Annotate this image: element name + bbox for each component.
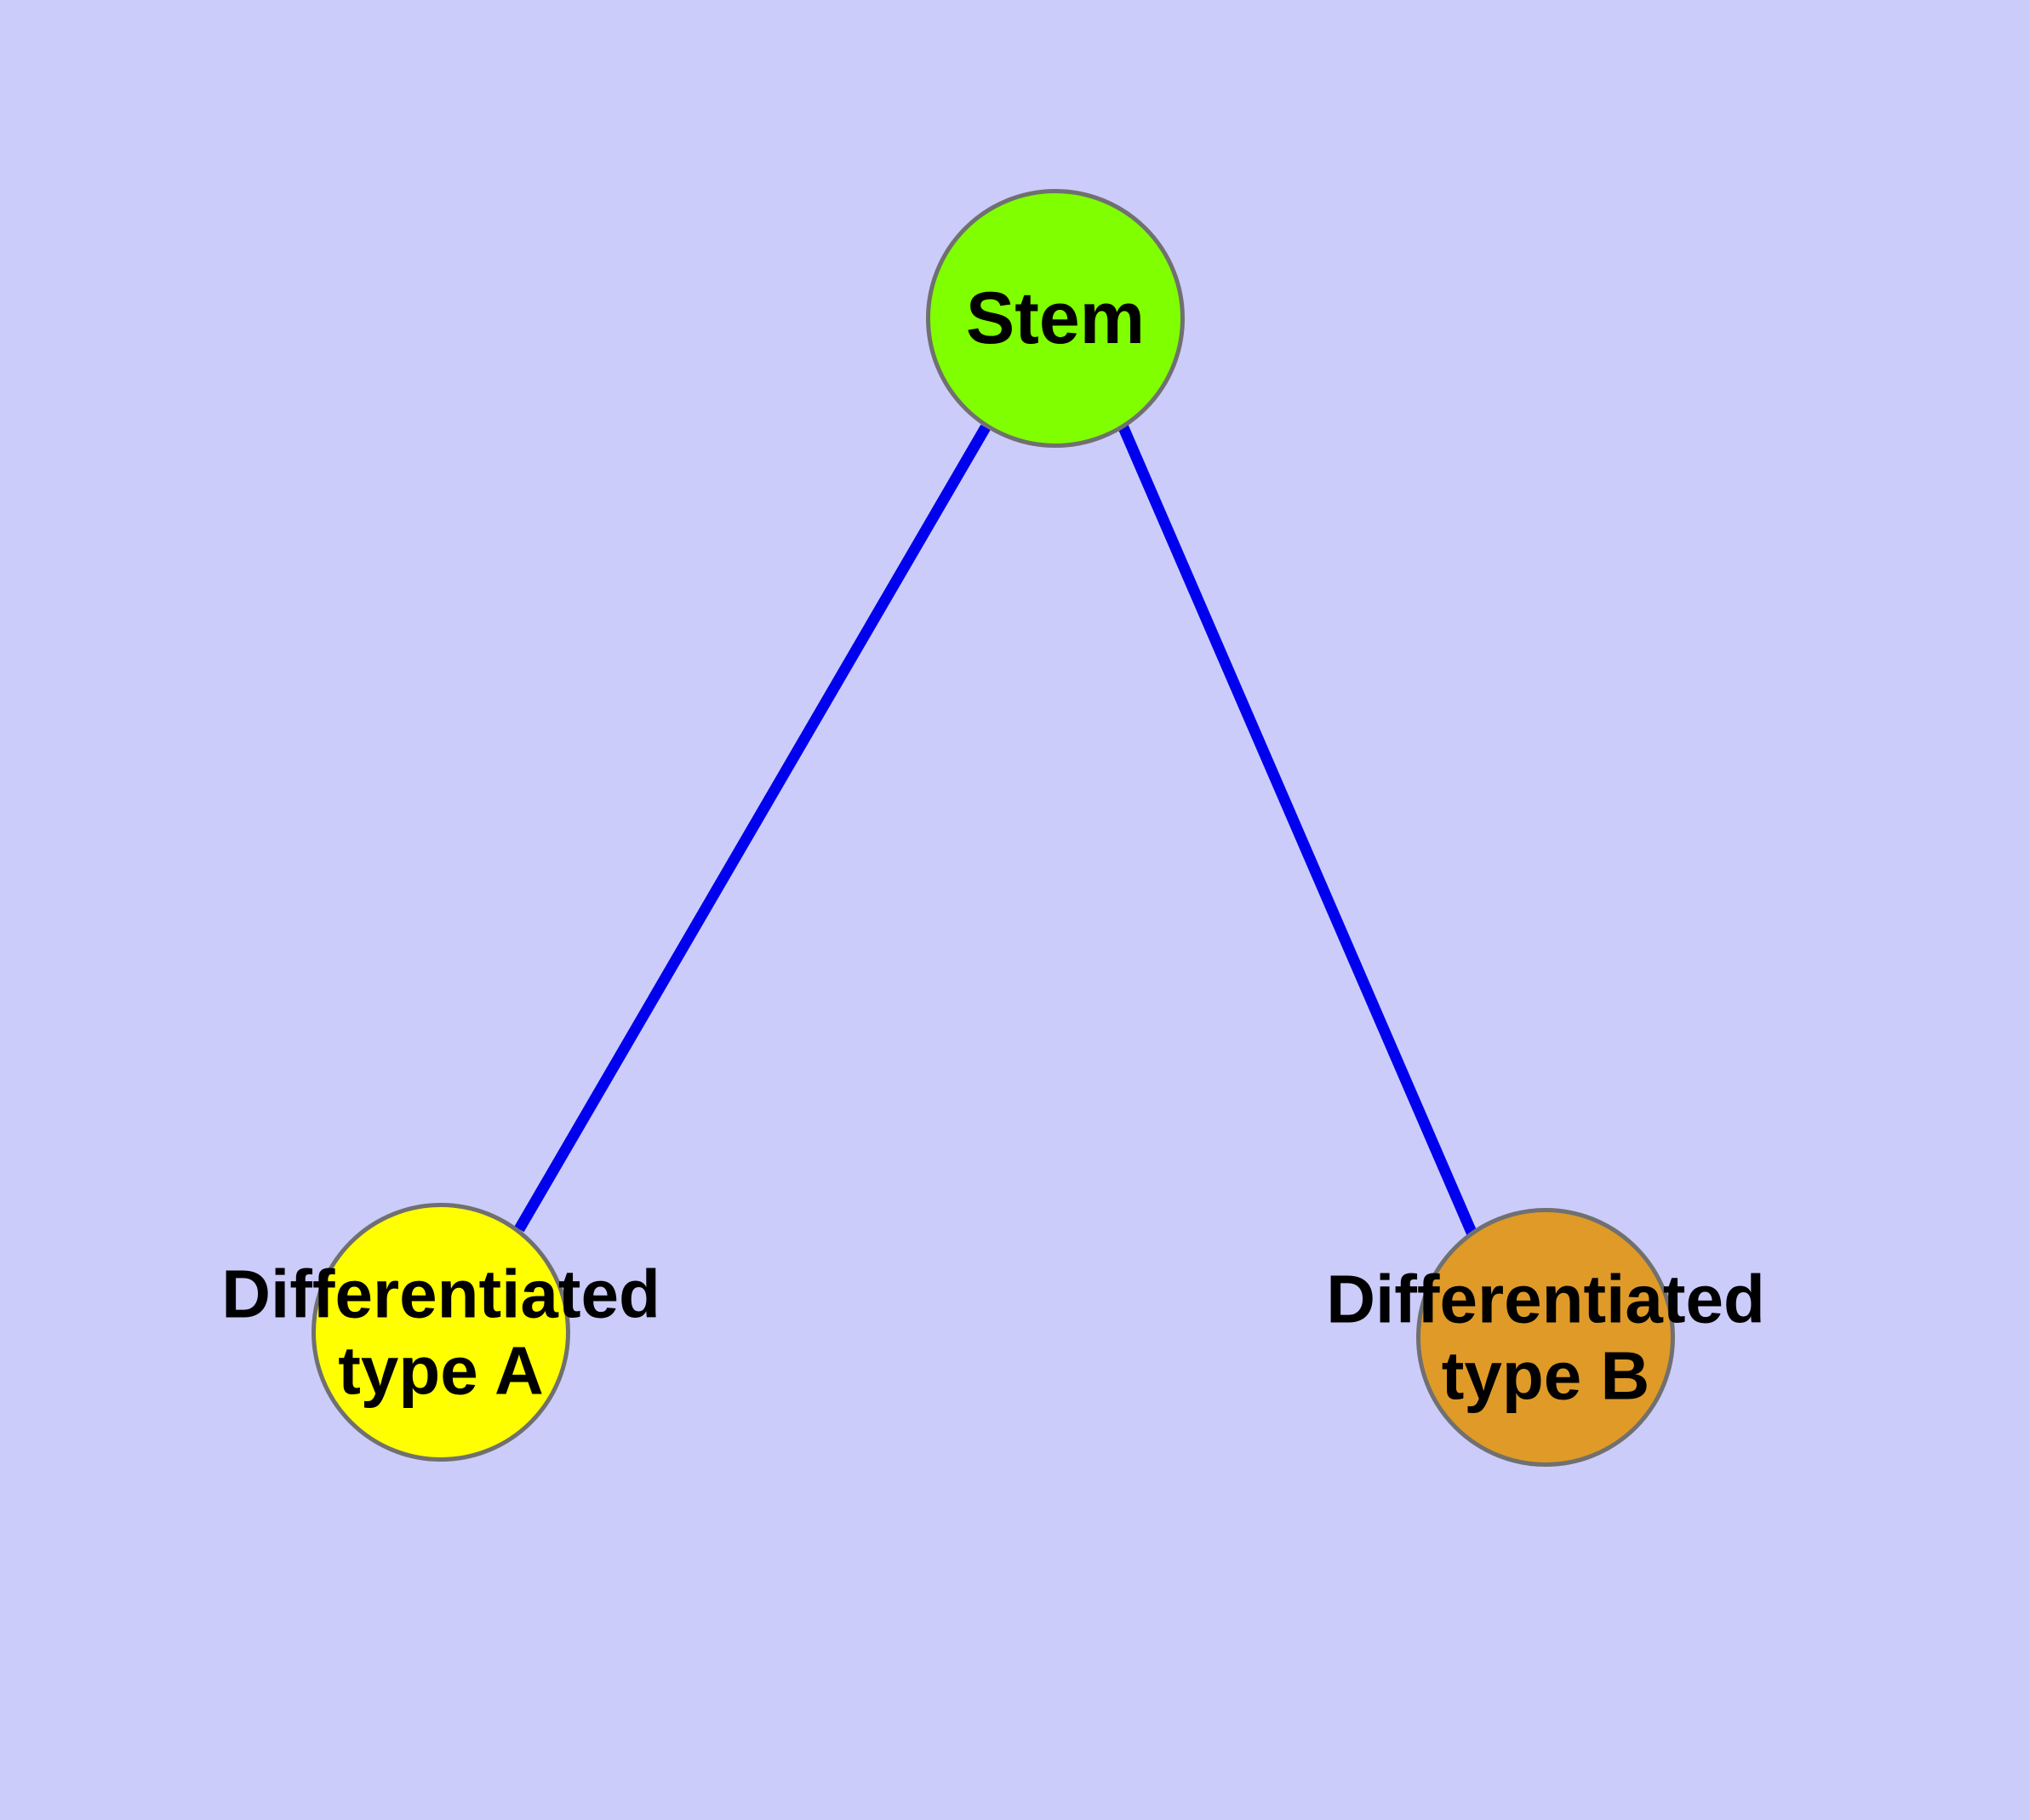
graph-edge-stem-to-diff-b[interactable]	[1117, 423, 1477, 1237]
graph-node-diff-a[interactable]	[311, 1203, 570, 1462]
graph-edge-stem-to-diff-a[interactable]	[514, 424, 991, 1233]
graph-node-diff-b[interactable]	[1416, 1208, 1675, 1467]
graph-node-stem[interactable]	[926, 189, 1185, 448]
